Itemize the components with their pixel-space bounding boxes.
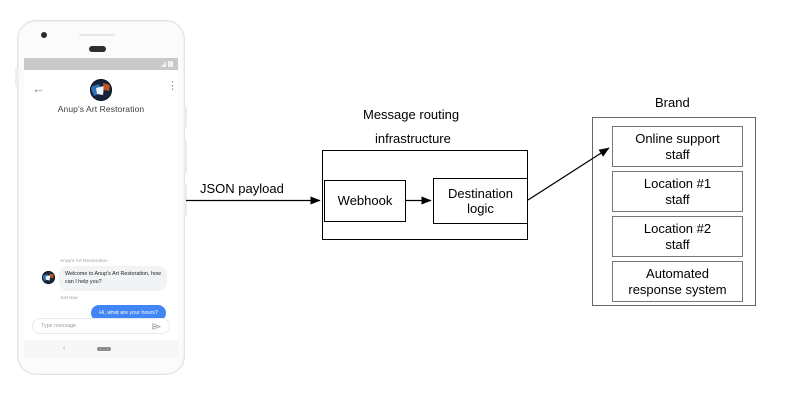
phone-side-button-left[interactable]	[15, 68, 18, 86]
incoming-message-avatar	[42, 271, 55, 284]
message-composer[interactable]: Type message	[32, 318, 170, 334]
sensor-strip	[79, 34, 115, 36]
incoming-message-timestamp: Just Now	[60, 295, 78, 300]
avatar	[90, 79, 112, 101]
android-nav-bar: ‹	[24, 340, 178, 358]
brand-item-online-support-staff[interactable]: Online support staff	[612, 126, 743, 167]
outgoing-message-bubble: Hi, what are your hours?	[91, 305, 166, 322]
brand-item-line1: Online support	[635, 131, 720, 147]
json-payload-label: JSON payload	[200, 181, 284, 196]
avatar-artwork	[90, 79, 112, 101]
wifi-icon	[168, 61, 173, 67]
brand-item-line2: staff	[665, 146, 690, 162]
infrastructure-title-line1: Message routing	[363, 107, 460, 122]
brand-item-automated-response-system[interactable]: Automated response system	[612, 261, 743, 302]
brand-title: Brand	[655, 95, 690, 110]
back-arrow-icon[interactable]: ←	[32, 81, 45, 96]
incoming-message-bubble: Welcome to Anup's Art Restoration, how c…	[59, 266, 167, 291]
phone-mockup: ← ⋮ Anup's Art Restoration Anup's Art Re…	[15, 20, 187, 375]
overflow-menu-icon[interactable]: ⋮	[167, 80, 178, 92]
destination-logic-label-line2: logic	[467, 201, 494, 216]
brand-item-line2: response system	[628, 281, 727, 297]
chat-thread: Anup's Art Restoration Welcome to Anup's…	[24, 258, 178, 340]
page-title: Anup's Art Restoration	[57, 104, 145, 114]
earpiece-speaker	[89, 46, 106, 52]
send-icon[interactable]	[152, 322, 161, 331]
destination-logic-label-line1: Destination	[447, 185, 514, 201]
webhook-node[interactable]: Webhook	[324, 180, 406, 222]
brand-item-line1: Location #2	[643, 221, 712, 237]
phone-side-button-volume-down[interactable]	[184, 183, 187, 217]
phone-side-button-volume-up[interactable]	[184, 140, 187, 174]
nav-back-icon[interactable]: ‹	[63, 345, 66, 352]
avatar-artwork-small	[42, 271, 55, 284]
brand-item-line1: Location #1	[643, 176, 712, 192]
chat-app-header: ← ⋮ Anup's Art Restoration	[24, 70, 178, 124]
phone-side-button-power[interactable]	[184, 106, 187, 128]
brand-item-location-2-staff[interactable]: Location #2 staff	[612, 216, 743, 257]
brand-item-line2: staff	[665, 236, 690, 252]
front-camera-icon	[41, 32, 47, 38]
signal-bars-icon	[161, 61, 166, 67]
destination-logic-node[interactable]: Destination logic	[433, 178, 528, 224]
webhook-node-label: Webhook	[337, 193, 393, 209]
brand-item-location-1-staff[interactable]: Location #1 staff	[612, 171, 743, 212]
brand-item-line1: Automated	[646, 266, 709, 282]
brand-item-line2: staff	[665, 191, 690, 207]
phone-screen: ← ⋮ Anup's Art Restoration Anup's Art Re…	[24, 58, 178, 340]
status-bar	[24, 58, 178, 70]
status-bar-icons	[161, 61, 173, 67]
message-input[interactable]: Type message	[41, 323, 77, 329]
incoming-message-sender: Anup's Art Restoration	[60, 258, 108, 263]
nav-home-pill[interactable]	[97, 347, 111, 351]
infrastructure-title-line2: infrastructure	[375, 131, 451, 146]
